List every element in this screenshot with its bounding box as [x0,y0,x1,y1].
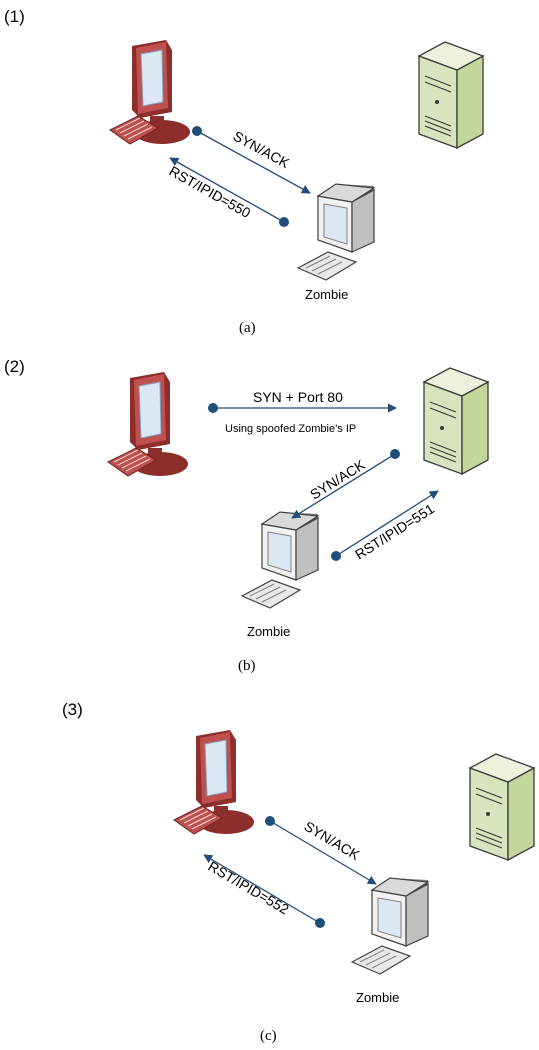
target-server-icon [469,753,535,861]
arrow-label: SYN/ACK [231,128,293,172]
arrow-label: SYN + Port 80 [253,389,343,405]
zombie-label: Zombie [305,287,348,302]
arrow-label: RST/IPID=550 [167,163,254,221]
target-server-icon [423,367,489,475]
panel-number: (2) [4,357,25,376]
attacker-computer-icon [107,371,189,477]
panel-3: (3) SYN/ACK RST/IPID=552 Zombie (c) [62,700,535,1044]
target-server-icon [418,41,484,149]
zombie-computer-icon [297,183,375,281]
arrow-syn-ack: SYN/ACK [265,816,377,885]
zombie-label: Zombie [247,624,290,639]
panel-number: (3) [62,700,83,719]
arrow-syn-port: SYN + Port 80 Using spoofed Zombie’s IP [208,389,397,435]
panel-number: (1) [4,7,25,26]
arrow-label: RST/IPID=552 [205,858,291,918]
panel-1: (1) SYN/ACK RST/IPID=550 Zombie (a) [4,7,484,336]
zombie-computer-icon [351,877,429,975]
zombie-computer-icon [241,511,319,609]
arrow-label: SYN/ACK [301,818,363,863]
arrow-rst-ipid: RST/IPID=552 [203,854,325,928]
arrow-note: Using spoofed Zombie’s IP [225,423,356,435]
figure-caption: (b) [238,658,256,674]
panel-2: (2) SYN + Port 80 Using spoofed Zombie’s… [4,357,489,674]
arrow-rst-ipid: RST/IPID=550 [167,157,289,227]
arrow-rst-ipid: RST/IPID=551 [331,490,439,563]
figure-caption: (a) [239,320,256,336]
attacker-computer-icon [109,39,191,145]
figure-caption: (c) [260,1028,277,1044]
zombie-label: Zombie [356,990,399,1005]
arrow-label: SYN/ACK [307,456,368,502]
arrow-label: RST/IPID=551 [352,500,437,562]
attacker-computer-icon [173,729,255,835]
arrow-syn-ack: SYN/ACK [291,449,400,519]
